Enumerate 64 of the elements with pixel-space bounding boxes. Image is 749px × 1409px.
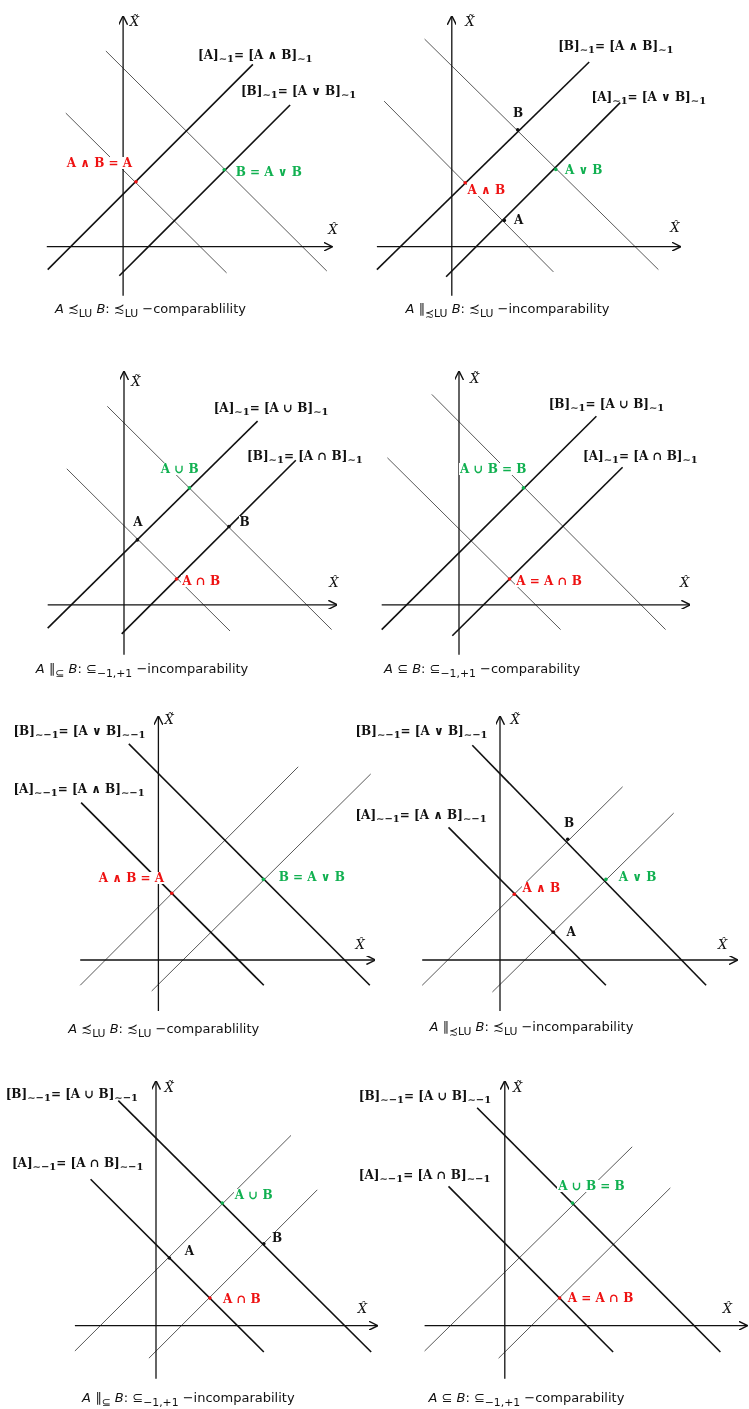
- point-label: A: [132, 515, 144, 528]
- caption: A ∥$_{⊆}$ B: ⊆$_{−1,+1}$ −incomparability: [82, 1390, 295, 1409]
- point-label: B: [563, 817, 576, 829]
- axis-label: X̂: [670, 221, 680, 234]
- axis-label: X̂: [357, 1302, 368, 1316]
- line-label: [A]$_{∼−1}$= [A ∧ B]$_{∼−1}$: [355, 808, 487, 825]
- line-label: [B]$_{∼−1}$= [A ∨ B]$_{∼−1}$: [13, 725, 146, 741]
- line-label: [B]$_{∼−1}$= [A ∪ B]$_{∼−1}$: [358, 1090, 492, 1106]
- line-label: [B]$_{∼1}$= [A ∩ B]$_{∼1}$: [247, 449, 363, 466]
- axis-label: X̂: [355, 937, 365, 951]
- axis-label: X̃: [131, 374, 141, 388]
- line-label: [A]$_{∼1}$= [A ∨ B]$_{∼1}$: [591, 91, 707, 107]
- axis-label: X̃: [129, 14, 140, 28]
- point-label: A ∩ B: [181, 574, 222, 587]
- caption: A ≾$_{LU}$ B: ≾$_{LU}$ −comparablility: [54, 302, 246, 320]
- point-label: A ∧ B: [521, 881, 562, 894]
- axis-label: X̂: [329, 576, 339, 590]
- point-label: A ∪ B = B: [557, 1179, 626, 1192]
- point-label: A: [565, 925, 577, 938]
- point-label: A ∨ B: [563, 163, 604, 176]
- caption: A ∥$_{⊆}$ B: ⊆$_{−1,+1}$ −incomparability: [35, 662, 249, 680]
- point-label: B: [511, 106, 525, 119]
- point-label: B: [238, 515, 251, 528]
- line-label: [A]$_{∼−1}$= [A ∩ B]$_{∼−1}$: [11, 1156, 144, 1173]
- line-label: [A]$_{∼1}$= [A ∩ B]$_{∼1}$: [583, 449, 698, 466]
- point-label: A: [183, 1245, 195, 1258]
- caption: A ≾$_{LU}$ B: ≾$_{LU}$ −comparablility: [68, 1022, 260, 1040]
- line-label: [B]$_{∼1}$= [A ∨ B]$_{∼1}$: [240, 85, 357, 101]
- point-label: A ∧ B = A: [65, 156, 134, 169]
- axis-label: X̃: [469, 372, 480, 386]
- line-label: [B]$_{∼−1}$= [A ∪ B]$_{∼−1}$: [5, 1087, 139, 1104]
- axis-label: X̂: [718, 937, 728, 951]
- line-label: [B]$_{∼1}$= [A ∧ B]$_{∼1}$: [558, 39, 674, 56]
- axis-label: X̂: [679, 576, 690, 590]
- point-label: B: [271, 1232, 284, 1245]
- axis-label: X̃: [465, 14, 475, 28]
- point-label: A ∩ B: [221, 1292, 262, 1305]
- line-label: [A]$_{∼1}$= [A ∪ B]$_{∼1}$: [213, 402, 329, 418]
- axis-label: X̂: [328, 223, 338, 237]
- axis-label: X̃: [164, 713, 174, 727]
- point-label: A = A ∩ B: [566, 1291, 635, 1304]
- caption: A ⊆ B: ⊆$_{−1,+1}$ −comparability: [384, 662, 581, 680]
- caption: A ∥$_{≾LU}$ B: ≾$_{LU}$ −incomparability: [429, 1020, 634, 1038]
- axis-label: X̃: [510, 713, 520, 727]
- axis-label: X̂: [722, 1302, 733, 1316]
- axis-label: X̃: [512, 1080, 523, 1094]
- caption: A ⊆ B: ⊆$_{−1,+1}$ −comparability: [428, 1390, 625, 1409]
- point-label: A = A ∩ B: [515, 574, 583, 587]
- point-label: A ∪ B: [233, 1189, 274, 1202]
- line-label: [B]$_{∼−1}$= [A ∨ B]$_{∼−1}$: [355, 725, 488, 741]
- caption: A ∥$_{≾LU}$ B: ≾$_{LU}$ −incomparability: [405, 302, 610, 320]
- line-label: [A]$_{∼1}$= [A ∧ B]$_{∼1}$: [198, 49, 313, 65]
- axis-label: X̃: [164, 1080, 174, 1094]
- point-label: A: [512, 213, 525, 226]
- point-label: A ∧ B = A: [97, 872, 166, 885]
- point-label: B = A ∨ B: [234, 166, 303, 179]
- point-label: A ∪ B: [159, 462, 200, 475]
- line-label: [B]$_{∼1}$= [A ∪ B]$_{∼1}$: [548, 398, 665, 414]
- point-label: A ∪ B = B: [459, 462, 528, 475]
- line-label: [A]$_{∼−1}$= [A ∩ B]$_{∼−1}$: [358, 1168, 491, 1185]
- point-label: A ∧ B: [466, 183, 507, 196]
- point-label: A ∨ B: [617, 871, 658, 884]
- line-label: [A]$_{∼−1}$= [A ∧ B]$_{∼−1}$: [13, 782, 145, 799]
- point-label: B = A ∨ B: [277, 871, 346, 884]
